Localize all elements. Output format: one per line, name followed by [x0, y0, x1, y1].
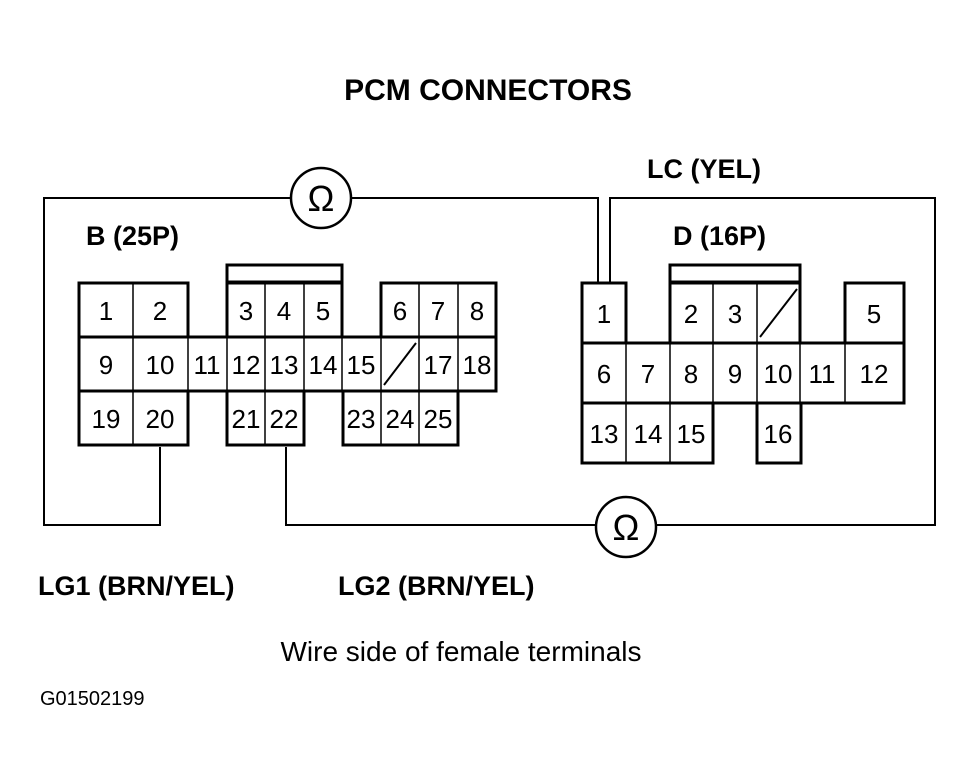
diagram-caption: Wire side of female terminals [280, 636, 641, 667]
connector-b-pin: 23 [347, 404, 376, 434]
connector-b-pin: 12 [232, 350, 261, 380]
connector-d-empty-cavity [759, 288, 798, 338]
connector-b-pin: 9 [99, 350, 113, 380]
connector-d-pin: 2 [684, 299, 698, 329]
connector-d-pin: 13 [590, 419, 619, 449]
ohmmeter-top-circle [289, 166, 353, 230]
connector-b-pin: 5 [316, 296, 330, 326]
connector-b-key [225, 263, 344, 284]
ohmmeter-top: Ω [289, 166, 353, 230]
connector-b-pin: 25 [424, 404, 453, 434]
wire-lg1-label: LG1 (BRN/YEL) [38, 571, 235, 601]
connector-d-pins: 1 2 3 5 6 7 8 9 10 11 12 13 14 15 16 [590, 299, 889, 449]
ohm-icon: Ω [308, 178, 335, 219]
connector-d-pin: 16 [764, 419, 793, 449]
connector-d-block-bottom-left [580, 401, 715, 465]
connector-b-pin: 7 [431, 296, 445, 326]
wire-lg1-top-loop [43, 197, 290, 526]
connector-b [77, 263, 498, 447]
ohmmeter-bottom: Ω [594, 495, 658, 559]
connector-d [580, 263, 906, 465]
connector-d-pin: 8 [684, 359, 698, 389]
connector-d-pin: 3 [728, 299, 742, 329]
connector-b-pin: 6 [393, 296, 407, 326]
wire-lg2-label: LG2 (BRN/YEL) [338, 571, 535, 601]
connector-d-gridlines [582, 283, 846, 463]
connector-d-row-middle [580, 341, 906, 405]
connector-b-block-right-bottom [341, 389, 460, 447]
connector-d-block-pin16 [755, 401, 803, 465]
connector-b-gridlines [79, 283, 459, 445]
connector-d-block-pin5 [843, 281, 906, 345]
connector-d-pin: 15 [677, 419, 706, 449]
connector-b-pin: 19 [92, 404, 121, 434]
connector-b-pin: 2 [153, 296, 167, 326]
connector-b-pin: 21 [232, 404, 261, 434]
connector-b-pin: 22 [270, 404, 299, 434]
connector-b-pin: 3 [239, 296, 253, 326]
connector-b-empty-cavity [383, 342, 417, 386]
connector-b-pin: 10 [146, 350, 175, 380]
connector-b-pin: 20 [146, 404, 175, 434]
wire-lc-label: LC (YEL) [647, 154, 761, 184]
connector-b-pin: 15 [347, 350, 376, 380]
connector-b-pin: 24 [386, 404, 415, 434]
connector-b-pin: 1 [99, 296, 113, 326]
figure-code: G01502199 [40, 688, 145, 710]
wire-lc-top [352, 197, 599, 283]
connector-b-block-right-top [379, 281, 498, 339]
connector-d-pin: 10 [764, 359, 793, 389]
connector-d-pin: 11 [809, 359, 836, 389]
connector-d-pin: 6 [597, 359, 611, 389]
connector-d-label: D (16P) [673, 221, 766, 251]
connector-b-pin: 18 [463, 350, 492, 380]
connector-d-pin: 14 [634, 419, 663, 449]
connector-b-pin: 17 [424, 350, 453, 380]
connector-d-pin: 1 [597, 299, 611, 329]
connector-b-pin: 11 [194, 350, 221, 380]
ohm-icon: Ω [613, 507, 640, 548]
connector-b-pin: 4 [277, 296, 291, 326]
connector-b-pin: 13 [270, 350, 299, 380]
connector-b-label: B (25P) [86, 221, 179, 251]
wiring [43, 197, 936, 526]
wire-lg2-bottom [285, 447, 596, 526]
connector-b-pin: 14 [309, 350, 338, 380]
connector-d-pin: 12 [860, 359, 889, 389]
wire-lc-right-loop [609, 197, 936, 526]
ohmmeter-bottom-circle [594, 495, 658, 559]
connector-d-key [668, 263, 802, 284]
connector-b-pins: 1 2 3 4 5 6 7 8 9 10 11 12 13 14 15 17 1… [92, 296, 492, 434]
connector-b-pin: 8 [470, 296, 484, 326]
connector-d-pin: 7 [641, 359, 655, 389]
connector-d-pin: 5 [867, 299, 881, 329]
connector-d-pin: 9 [728, 359, 742, 389]
diagram-title: PCM CONNECTORS [344, 74, 632, 107]
